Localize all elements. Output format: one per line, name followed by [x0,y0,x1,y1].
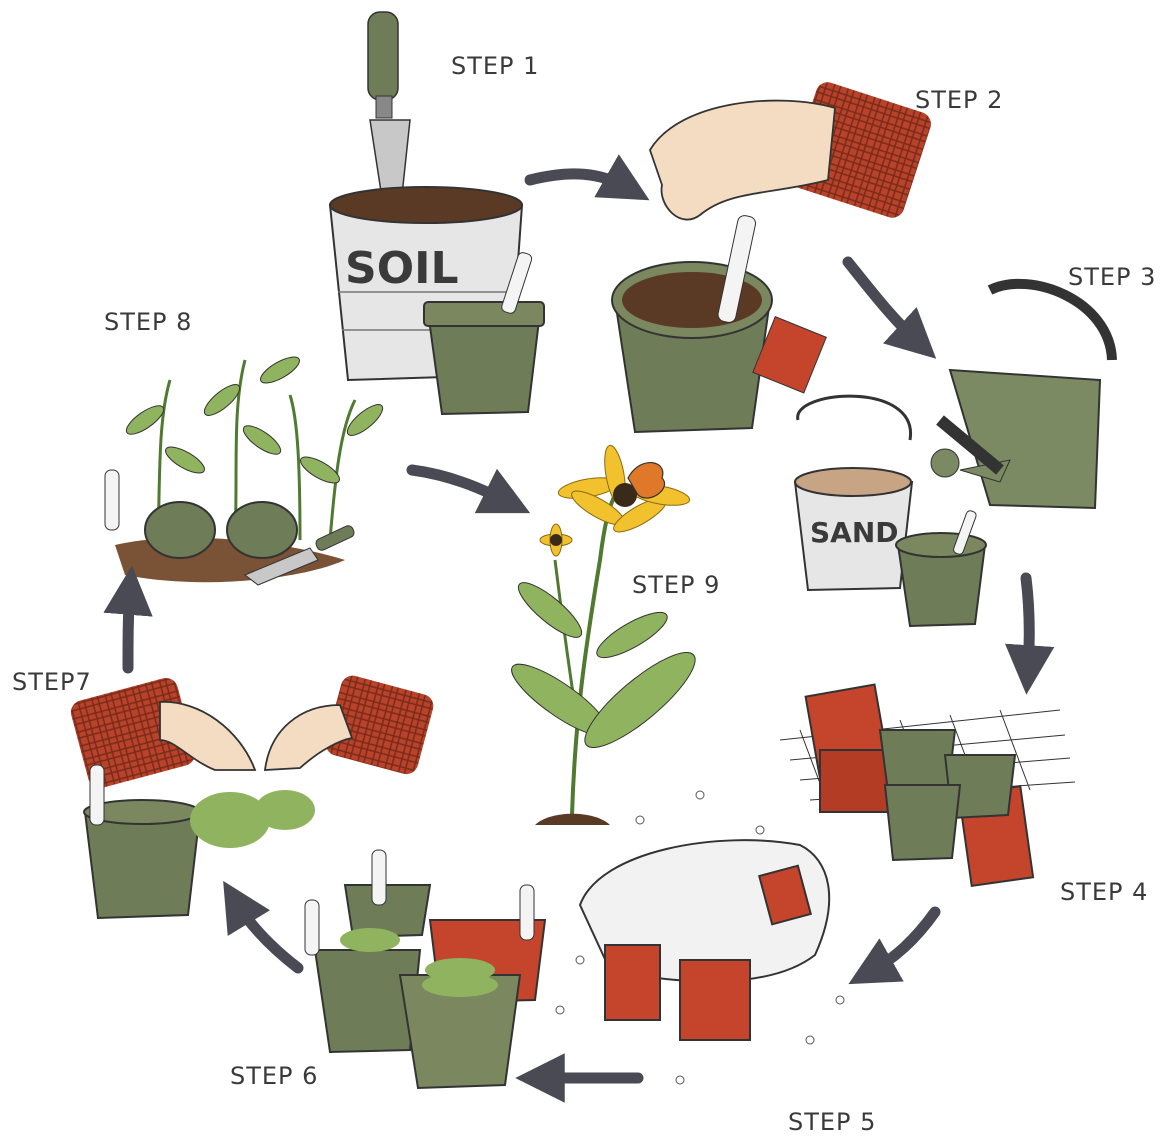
step-1-label: STEP 1 [451,52,539,80]
step4-illustration [780,685,1075,886]
step-7-label: STEP7 [12,668,92,696]
arrow-icon [412,470,508,502]
arrow-icon [870,912,935,972]
step2-illustration [612,79,934,432]
step9-illustration [503,444,706,825]
step7-hands [68,673,436,791]
step7-pot [84,765,315,918]
step-3-label: STEP 3 [1068,263,1156,291]
arrow-icon [128,590,130,668]
watering-can-icon [931,284,1112,508]
step5-illustration [556,791,844,1084]
seed-pot [612,214,826,432]
step-4-label: STEP 4 [1060,878,1148,906]
hand-icon [650,79,934,221]
arrow-icon [530,174,628,188]
small-pot-3 [896,510,986,626]
sand-label: SAND [810,516,899,549]
step6-illustration [305,850,545,1088]
trowel-icon [368,12,410,198]
step3-illustration: SAND [795,284,1112,626]
step-6-label: STEP 6 [230,1062,318,1090]
arrow-icon [848,262,918,342]
sand-pail: SAND [795,396,912,590]
arrow-icon [236,902,298,968]
flower-icon [503,444,706,825]
step8-illustration [105,352,387,585]
arrow-icon [1026,578,1029,670]
soil-label: SOIL [345,243,459,294]
step-9-label: STEP 9 [632,571,720,599]
step-8-label: STEP 8 [104,308,192,336]
step-2-label: STEP 2 [915,86,1003,114]
seedling-icon [305,850,545,1088]
step-5-label: STEP 5 [788,1108,876,1136]
